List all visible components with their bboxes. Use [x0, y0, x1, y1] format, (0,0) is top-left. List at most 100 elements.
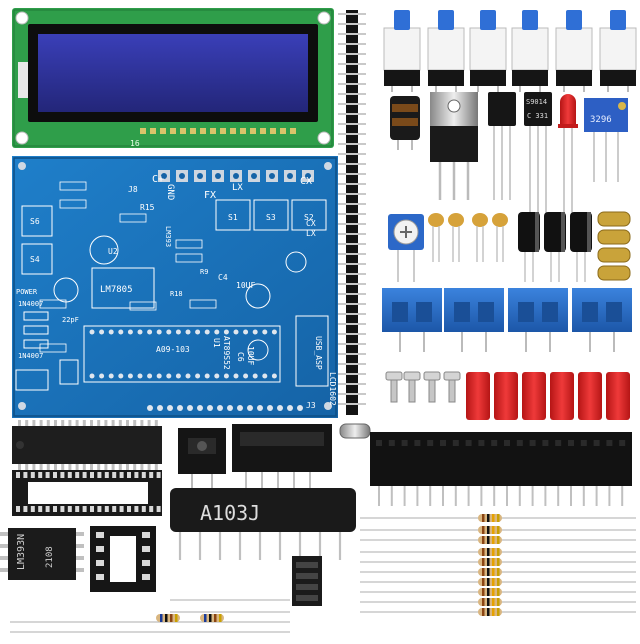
header-pad — [207, 405, 213, 411]
screw-shaft — [428, 379, 436, 403]
ic-pad — [89, 373, 95, 379]
header-pad — [267, 405, 273, 411]
socket-contact — [67, 506, 72, 512]
electrolytic-body — [518, 212, 540, 252]
inductor — [390, 96, 420, 150]
socket-contact — [141, 472, 146, 478]
polarity-stripe — [561, 212, 565, 252]
screw-head — [403, 371, 421, 381]
ic-pin — [75, 464, 79, 470]
ic-pin — [97, 420, 101, 426]
header-pad — [237, 405, 243, 411]
ic-pad — [185, 329, 191, 335]
socket-contact — [82, 506, 87, 512]
socket-contact — [156, 506, 161, 512]
ic-pin — [111, 420, 115, 426]
terminal-body — [508, 288, 568, 332]
switch-actuator — [566, 10, 582, 30]
color-band — [497, 598, 500, 606]
socket-contact — [96, 546, 104, 552]
socket-contact — [45, 472, 50, 478]
label-c22: 22pF — [62, 316, 79, 324]
ic-pin — [0, 568, 8, 572]
socket-contact — [60, 472, 65, 478]
ic-pin — [147, 464, 151, 470]
pcb-top-test-pads — [158, 170, 314, 182]
dip40-socket — [12, 470, 162, 516]
ceramic-cap — [472, 213, 488, 227]
socket-contact — [16, 506, 20, 512]
dc-jack — [178, 428, 226, 488]
ic-pad — [214, 373, 220, 379]
button-cap — [466, 372, 490, 420]
label-lm7805: LM7805 — [100, 285, 133, 295]
color-band — [492, 558, 495, 566]
color-band — [497, 608, 500, 616]
female-socket — [388, 440, 395, 446]
color-band — [204, 614, 207, 622]
switch-actuator — [438, 10, 454, 30]
label-lcd1602: LCD1602 — [328, 372, 337, 406]
color-band — [165, 614, 168, 622]
ceramic-cap — [448, 213, 464, 227]
socket-contact — [96, 574, 104, 580]
button-cap — [550, 372, 574, 420]
socket-contact — [75, 506, 80, 512]
label-s4: S4 — [30, 255, 40, 264]
opamp-marking: LM393N — [16, 534, 27, 570]
label-a09-103: A09-103 — [156, 345, 190, 354]
ic-pad — [156, 373, 162, 379]
socket-contact — [60, 506, 65, 512]
jumper-caps — [292, 556, 322, 606]
switch-body — [511, 27, 549, 71]
crystal — [597, 229, 631, 245]
switch-base — [384, 70, 420, 86]
resistor-footprints — [39, 181, 217, 353]
ic-pin — [111, 464, 115, 470]
color-band — [497, 558, 500, 566]
female-pin-header — [370, 432, 632, 506]
ic-pad — [185, 373, 191, 379]
screw-head — [385, 371, 403, 381]
ic-pin — [154, 420, 158, 426]
color-band — [209, 614, 212, 622]
label-j8: J8 — [128, 185, 138, 194]
polarity-stripe — [587, 212, 591, 252]
socket-contact — [23, 472, 28, 478]
ic-pin — [18, 420, 21, 426]
color-band — [487, 526, 490, 534]
ic-pad — [223, 373, 229, 379]
header-pad — [167, 405, 173, 411]
label-c6: C6 — [236, 352, 245, 362]
resistors — [156, 514, 502, 622]
ic-pad — [89, 329, 95, 335]
ic-pin — [25, 420, 29, 426]
ic-pad — [166, 329, 172, 335]
color-band — [487, 608, 490, 616]
mcu-pads — [89, 329, 277, 379]
ic-pin — [68, 464, 72, 470]
header-pad — [177, 405, 183, 411]
ic-pin — [32, 464, 36, 470]
socket-contact — [142, 560, 150, 566]
color-band — [482, 548, 485, 556]
switch-actuator — [522, 10, 538, 30]
socket-contact — [141, 506, 146, 512]
switch-body — [469, 27, 507, 71]
ic-pad — [195, 373, 201, 379]
lcd-pin — [150, 128, 156, 134]
female-socket — [440, 440, 446, 446]
color-band — [482, 588, 485, 596]
female-socket — [465, 440, 472, 446]
electrolytic-capacitors — [518, 212, 592, 282]
polarity-stripe — [535, 212, 539, 252]
color-band — [497, 568, 500, 576]
color-band — [497, 588, 500, 596]
electrolytic-body — [544, 212, 566, 252]
label-lx-2: LX — [306, 229, 316, 238]
dip40-ic — [12, 420, 162, 470]
small-trimpot — [388, 214, 424, 282]
button-caps — [466, 372, 630, 420]
ic-pad — [118, 373, 124, 379]
ic-pin — [61, 464, 65, 470]
